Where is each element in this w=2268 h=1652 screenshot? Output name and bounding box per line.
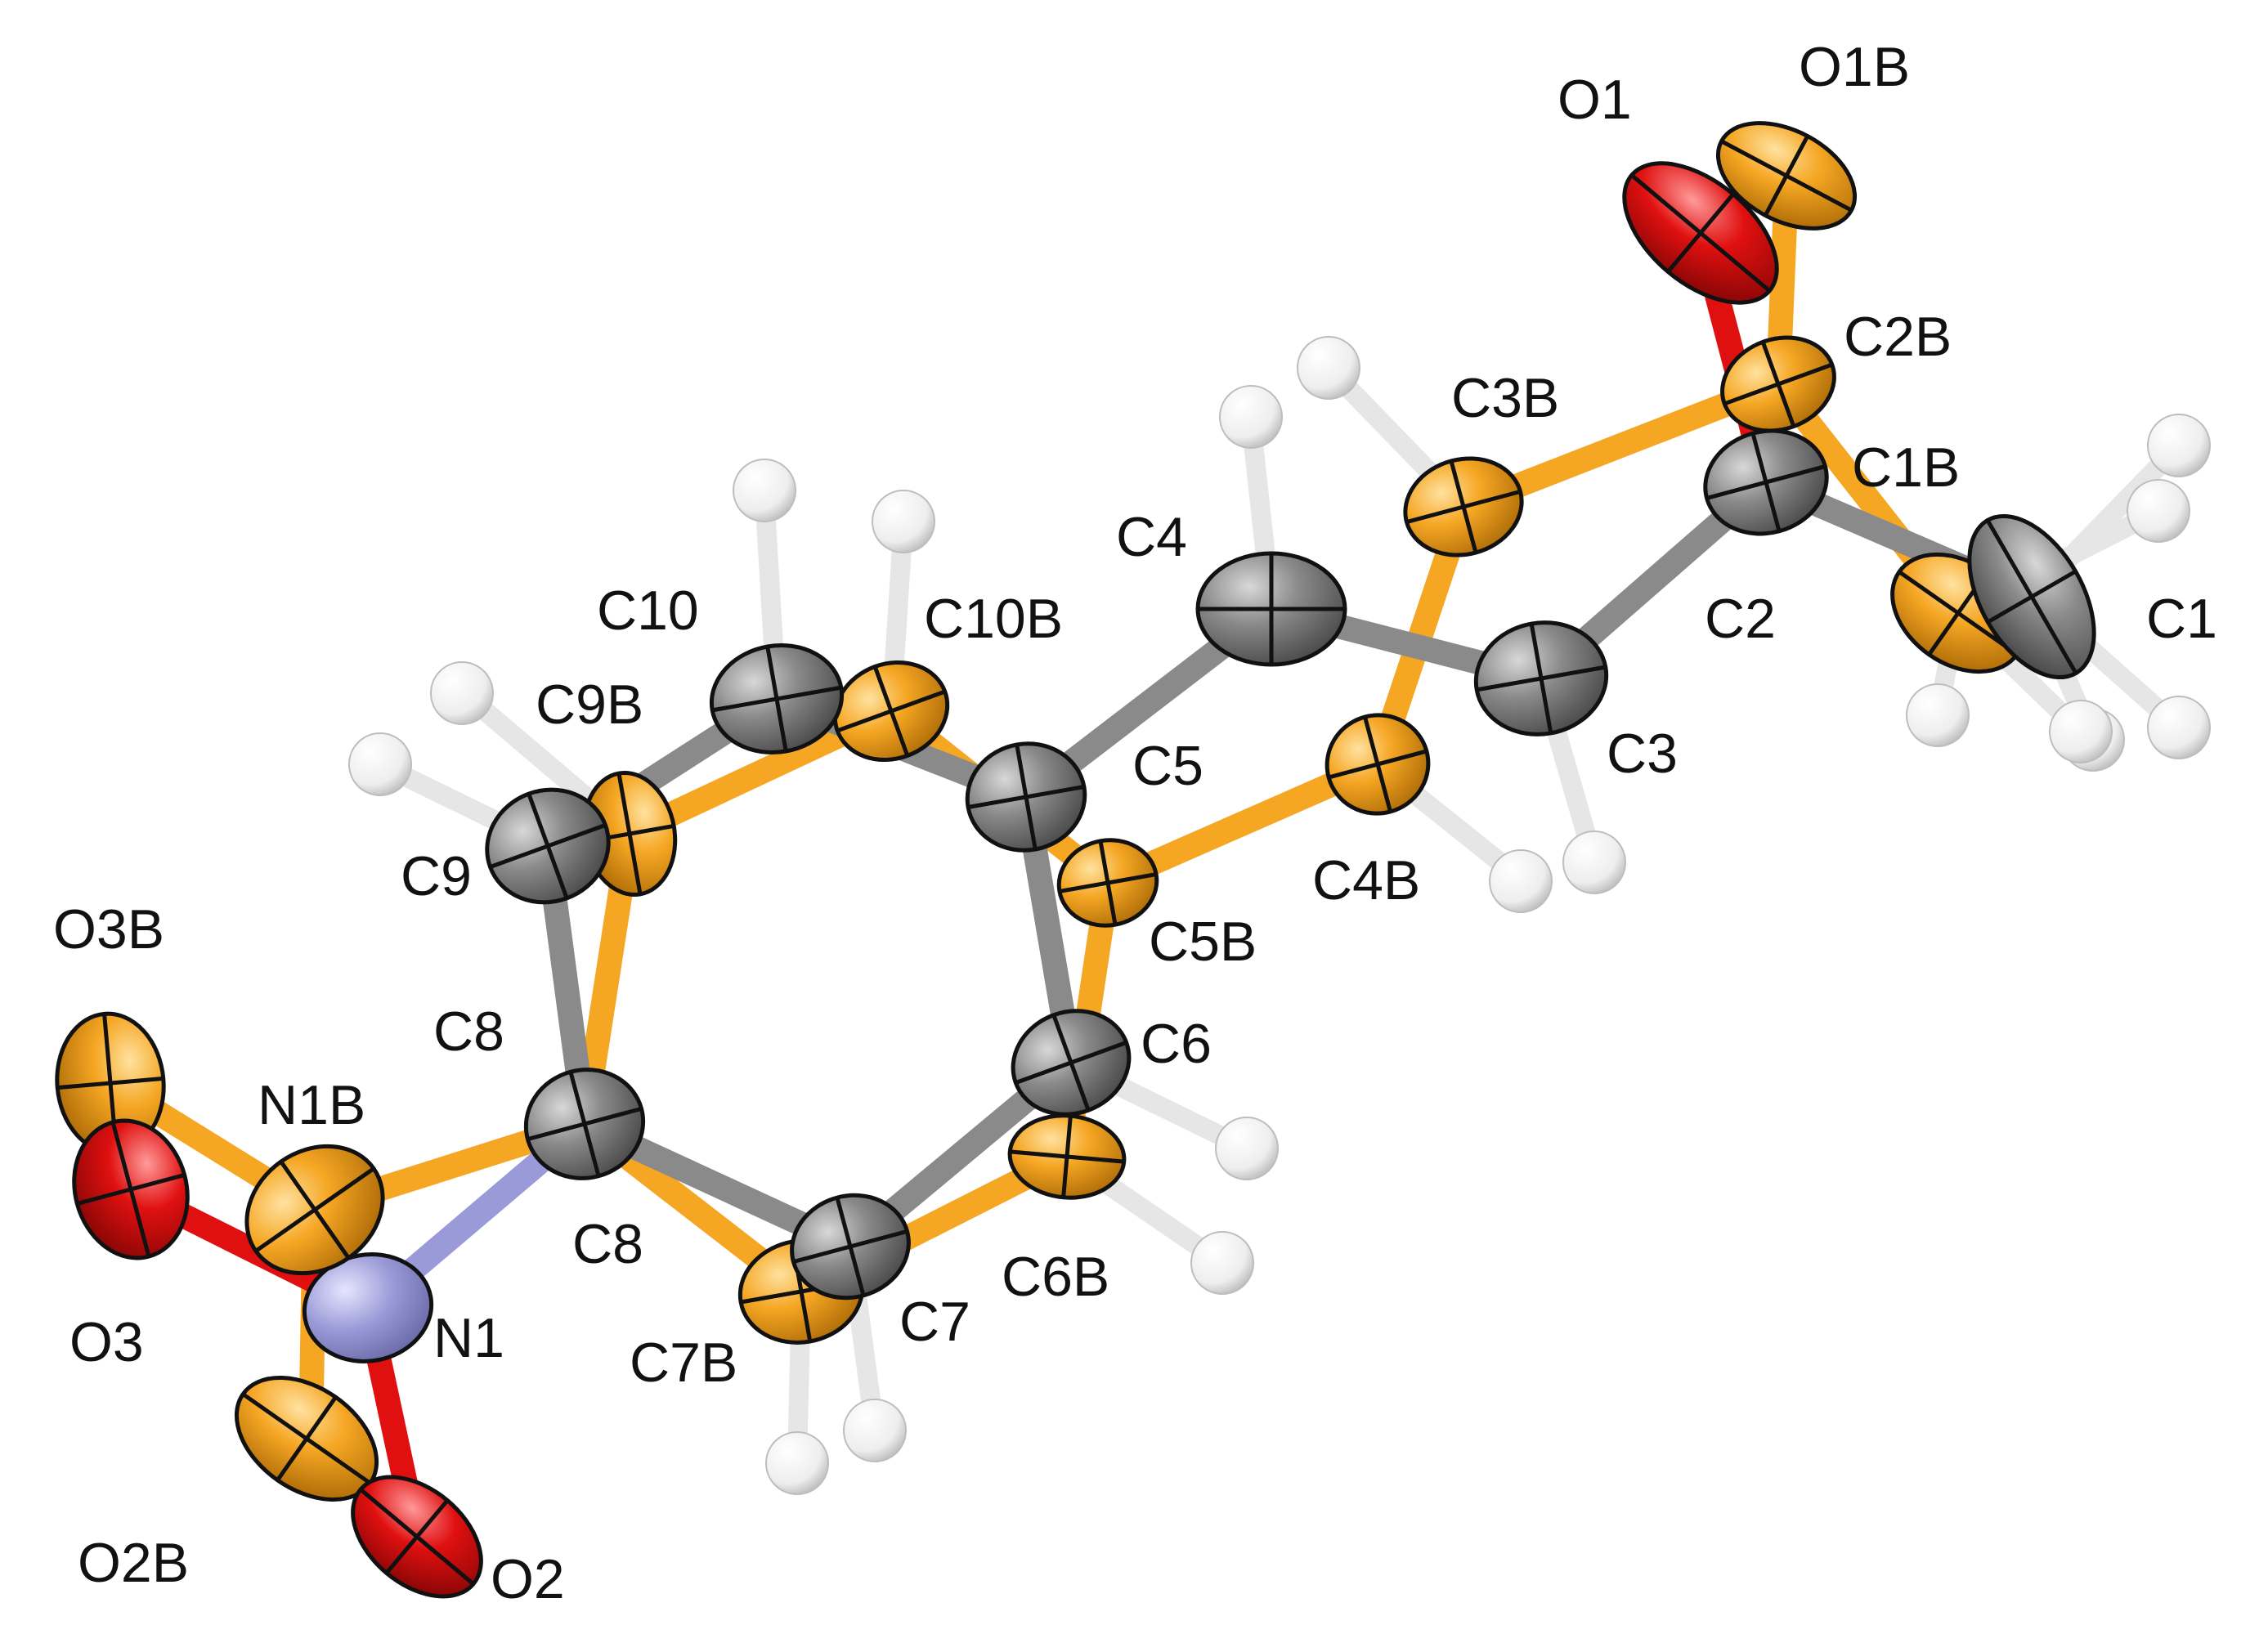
label-c10b: C10B — [924, 588, 1063, 650]
hydrogen-atom — [872, 490, 935, 553]
hydrogen-atom — [2147, 414, 2211, 477]
label-c10: C10 — [597, 580, 699, 642]
hydrogen-atom — [348, 732, 412, 796]
label-c6: C6 — [1141, 1013, 1212, 1075]
label-c7b: C7B — [630, 1332, 737, 1394]
atom-c4 — [1195, 551, 1347, 667]
label-o3b: O3B — [53, 898, 164, 960]
label-c1b: C1B — [1852, 437, 1960, 499]
atom-c4b — [1324, 713, 1431, 816]
hydrogen-atom — [1562, 830, 1626, 894]
label-c6b: C6B — [1002, 1246, 1109, 1308]
label-c3b: C3B — [1451, 367, 1559, 429]
label-c8-top: C8 — [433, 1001, 504, 1063]
hydrogen-atom — [2049, 700, 2113, 763]
label-c9b: C9B — [536, 674, 643, 736]
label-c1: C1 — [2146, 588, 2217, 650]
hydrogen-atom — [1489, 849, 1553, 913]
label-o1: O1 — [1558, 69, 1632, 131]
atom-n1 — [302, 1252, 434, 1363]
hydrogen-atom — [430, 661, 494, 725]
atom-o2b — [234, 1376, 379, 1502]
label-c4: C4 — [1116, 506, 1187, 568]
hydrogen-atom — [1906, 683, 1970, 747]
atom-c10b — [832, 660, 950, 763]
atom-c5b — [1056, 838, 1159, 928]
atom-c2b — [1720, 335, 1836, 433]
label-o2b: O2B — [78, 1532, 189, 1594]
label-o3: O3 — [69, 1311, 144, 1373]
atom-c6 — [1011, 1009, 1132, 1117]
label-c2: C2 — [1705, 588, 1776, 650]
label-o2: O2 — [491, 1548, 565, 1610]
hydrogen-atom — [1190, 1231, 1254, 1295]
label-n1: N1 — [433, 1307, 504, 1369]
atom-c3 — [1473, 620, 1609, 736]
hydrogen-atom — [2127, 479, 2190, 543]
label-c3: C3 — [1607, 723, 1678, 785]
label-c5: C5 — [1132, 735, 1203, 797]
atom-c9b — [581, 771, 678, 897]
hydrogen-atom — [1297, 336, 1360, 400]
label-o1b: O1B — [1799, 36, 1910, 98]
label-c8-bottom: C8 — [572, 1213, 643, 1275]
label-n1b: N1B — [258, 1074, 365, 1136]
atom-c7 — [790, 1193, 911, 1301]
atom-o2 — [351, 1475, 483, 1599]
label-c4b: C4B — [1312, 849, 1420, 911]
atom-c5 — [965, 741, 1087, 853]
atom-c8 — [523, 1068, 646, 1180]
atom-c10 — [709, 642, 845, 755]
hydrogen-atom — [1219, 385, 1283, 449]
hydrogen-atoms — [348, 336, 2211, 1495]
hydrogen-atom — [2147, 696, 2211, 759]
atom-labels: O1 O1B C2B C3B C1B C4 C2 C1 C10 C10B C9B… — [53, 36, 2217, 1610]
label-c9: C9 — [401, 845, 472, 907]
atom-o3 — [72, 1118, 190, 1260]
atoms-component-a — [72, 161, 2096, 1599]
atom-o3b — [55, 1011, 166, 1155]
hydrogen-atom — [1215, 1117, 1279, 1180]
hydrogen-atom — [765, 1431, 829, 1495]
atom-o1b — [1715, 121, 1858, 231]
label-c5b: C5B — [1149, 911, 1257, 973]
atom-c2 — [1703, 428, 1829, 536]
hydrogen-atom — [843, 1399, 907, 1462]
hydrogen-atom — [733, 459, 796, 522]
atom-n1b — [244, 1144, 385, 1276]
atom-c3b — [1403, 456, 1524, 557]
atom-c9 — [485, 787, 611, 905]
atom-c1 — [1967, 513, 2096, 680]
atom-o1 — [1622, 161, 1779, 305]
label-c2b: C2B — [1844, 306, 1952, 368]
label-c7: C7 — [899, 1291, 970, 1353]
